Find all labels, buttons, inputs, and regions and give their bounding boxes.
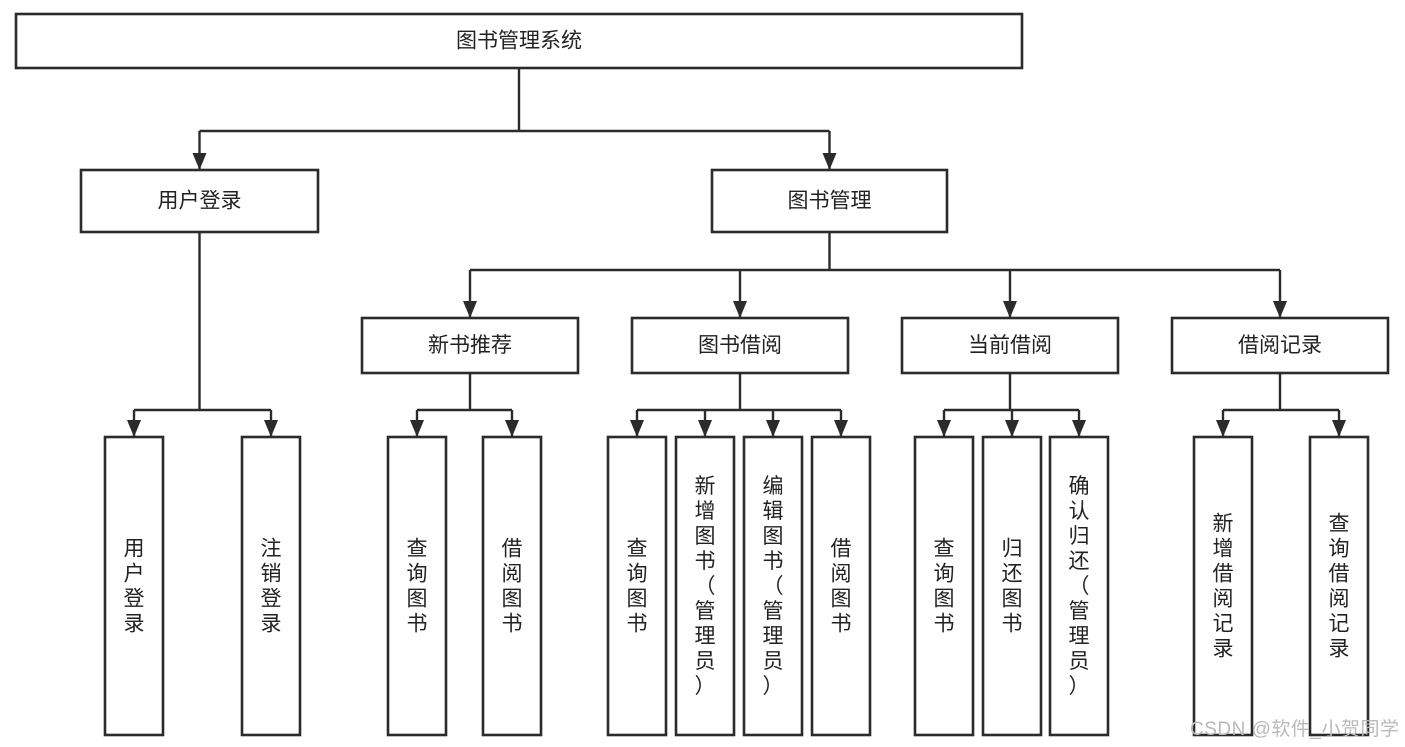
watermark-text: CSDN @软件_小贺同学 — [1190, 719, 1400, 740]
node-leaf-borrow-edit[interactable]: 编辑图书（管理员） — [742, 435, 804, 737]
connector-group-new_book_rec — [410, 373, 519, 437]
node-label: 查询借阅记录 — [1329, 513, 1350, 661]
node-box — [1170, 316, 1390, 375]
node-label: 查询图书 — [934, 538, 955, 636]
node-label: 当前借阅 — [968, 334, 1052, 357]
node-box — [810, 435, 872, 737]
node-box — [1192, 435, 1254, 737]
node-box — [386, 435, 448, 737]
node-leaf-rec-add[interactable]: 新增借阅记录 — [1192, 435, 1254, 737]
node-box — [1308, 435, 1370, 737]
node-user-login[interactable]: 用户登录 — [79, 168, 320, 234]
node-leaf-user-login[interactable]: 用户登录 — [103, 435, 165, 737]
node-leaf-user-logout[interactable]: 注销登录 — [240, 435, 302, 737]
node-box — [14, 12, 1024, 70]
node-label: 借阅记录 — [1238, 334, 1322, 357]
node-layer: 图书管理系统用户登录图书管理新书推荐图书借阅当前借阅借阅记录用户登录注销登录查询… — [14, 12, 1390, 737]
connector-group-current_borrow — [937, 373, 1086, 437]
node-leaf-rec-borrow[interactable]: 借阅图书 — [481, 435, 543, 737]
connector-group-user_login — [127, 232, 278, 437]
node-label: 图书管理 — [788, 190, 872, 213]
node-box — [481, 435, 543, 737]
node-label: 新书推荐 — [428, 334, 512, 357]
node-leaf-rec-query[interactable]: 查询图书 — [386, 435, 448, 737]
connector-group-borrow_record — [1216, 373, 1346, 437]
node-label: 归还图书 — [1002, 538, 1023, 636]
node-book-borrow[interactable]: 图书借阅 — [630, 316, 850, 375]
node-label: 用户登录 — [158, 190, 242, 213]
node-box — [79, 168, 320, 234]
node-box — [900, 316, 1120, 375]
node-label: 确认归还（管理员） — [1069, 475, 1090, 698]
node-label: 借阅图书 — [831, 538, 852, 636]
node-leaf-cur-query[interactable]: 查询图书 — [913, 435, 975, 737]
node-current-borrow[interactable]: 当前借阅 — [900, 316, 1120, 375]
node-label: 借阅图书 — [502, 538, 523, 636]
node-label: 编辑图书（管理员） — [763, 475, 784, 698]
node-label: 图书管理系统 — [456, 30, 582, 53]
node-label: 新增借阅记录 — [1213, 513, 1234, 661]
node-leaf-borrow-query[interactable]: 查询图书 — [606, 435, 668, 737]
node-label: 图书借阅 — [698, 334, 782, 357]
node-book-manage[interactable]: 图书管理 — [710, 168, 949, 234]
node-box — [710, 168, 949, 234]
node-label: 新增图书（管理员） — [695, 475, 716, 698]
node-box — [1048, 435, 1110, 737]
node-new-book-rec[interactable]: 新书推荐 — [360, 316, 580, 375]
node-leaf-cur-return[interactable]: 归还图书 — [981, 435, 1043, 737]
connector-group-book_borrow — [630, 373, 848, 437]
node-box — [240, 435, 302, 737]
node-label: 查询图书 — [627, 538, 648, 636]
node-label: 查询图书 — [407, 538, 428, 636]
node-box — [742, 435, 804, 737]
node-label: 用户登录 — [124, 538, 145, 636]
node-box — [360, 316, 580, 375]
node-leaf-borrow-add[interactable]: 新增图书（管理员） — [674, 435, 736, 737]
node-box — [913, 435, 975, 737]
connector-group-book_manage — [463, 232, 1287, 318]
node-box — [606, 435, 668, 737]
connector-group-root — [192, 68, 837, 170]
node-leaf-borrow-do[interactable]: 借阅图书 — [810, 435, 872, 737]
node-leaf-cur-confirm[interactable]: 确认归还（管理员） — [1048, 435, 1110, 737]
node-root[interactable]: 图书管理系统 — [14, 12, 1024, 70]
node-box — [630, 316, 850, 375]
connector-layer — [127, 68, 1346, 437]
node-leaf-rec-search[interactable]: 查询借阅记录 — [1308, 435, 1370, 737]
node-box — [674, 435, 736, 737]
node-label: 注销登录 — [261, 538, 282, 636]
node-box — [103, 435, 165, 737]
node-borrow-record[interactable]: 借阅记录 — [1170, 316, 1390, 375]
node-box — [981, 435, 1043, 737]
